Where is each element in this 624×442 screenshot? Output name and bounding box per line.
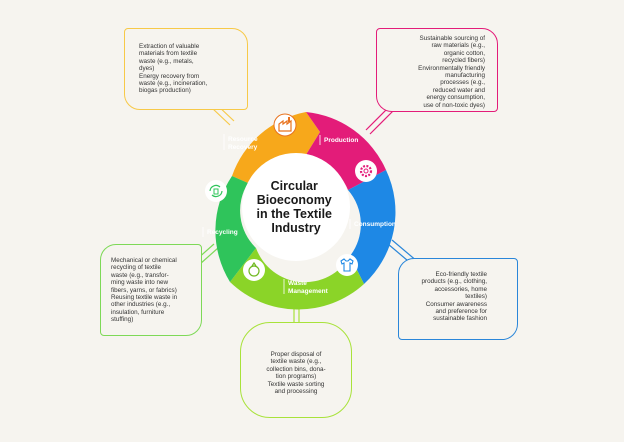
label-recycling: Recycling — [207, 229, 238, 236]
label-consumption: Consumption — [354, 221, 396, 228]
box-line: and preference for — [435, 308, 487, 316]
box-line: Reusing textile waste in — [111, 294, 178, 302]
box-line: Eco-friendly textile — [435, 271, 487, 278]
box-line: organic cotton, — [443, 49, 485, 57]
label-resource-recovery: Resource Recovery — [228, 136, 259, 151]
segment-resource-recovery — [232, 112, 320, 183]
waste-management-box: Proper disposal of textile waste (e.g., … — [240, 322, 352, 418]
resource-recovery-box: Extraction of valuable materials from te… — [124, 28, 248, 110]
box-line: products (e.g., clothing, — [421, 278, 487, 286]
connector-lines — [195, 103, 419, 324]
box-line: Consumer awareness — [425, 300, 487, 308]
segment-waste-management — [230, 248, 364, 310]
box-line: Mechanical or chemical — [111, 257, 177, 264]
wheel — [215, 112, 396, 310]
box-line: Extraction of valuable — [139, 43, 200, 50]
consumption-box: Eco-friendly textile products (e.g., clo… — [398, 258, 518, 340]
box-line: textiles) — [465, 293, 487, 301]
box-line: ming waste into new — [111, 279, 169, 287]
box-line: Textile waste sorting — [267, 380, 325, 388]
box-line: waste (e.g., transfor- — [111, 271, 169, 279]
box-line: recycled fibers) — [442, 57, 485, 65]
factory-icon — [273, 113, 297, 137]
box-line: processes (e.g., — [440, 79, 485, 87]
box-line: other industries (e.g., — [111, 301, 171, 309]
box-line: textile waste (e.g., — [270, 358, 322, 366]
box-line: manufacturing — [445, 72, 485, 80]
box-line: dyes) — [139, 65, 155, 73]
center-circle — [242, 153, 350, 261]
box-line: collection bins, dona- — [266, 365, 326, 373]
box-line: reduced water and — [432, 86, 485, 94]
box-line: Sustainable sourcing of — [419, 35, 485, 42]
box-line: and processing — [274, 388, 318, 396]
box-line: accessories, home — [434, 285, 488, 293]
label-production: Production — [324, 137, 358, 144]
label-waste-management: Waste Management — [288, 280, 329, 295]
box-line: Proper disposal of — [270, 351, 322, 358]
production-box: Sustainable sourcing of raw materials (e… — [376, 28, 498, 112]
box-line: waste (e.g., incineration, — [139, 80, 208, 88]
box-line: use of non-toxic dyes) — [423, 101, 485, 109]
box-line: recycling of textile — [111, 264, 162, 272]
box-line: energy consumption, — [426, 94, 485, 102]
box-line: insulation, furniture — [111, 308, 165, 316]
box-line: waste (e.g., metals, — [139, 57, 194, 65]
waste-bag-icon — [243, 259, 265, 281]
box-line: raw materials (e.g., — [431, 42, 485, 50]
center-title: Circular Bioeconomy in the Textile Indus… — [257, 179, 336, 235]
recycle-shirt-icon — [205, 180, 227, 202]
box-line: Environmentally friendly — [418, 64, 485, 72]
box-line: stuffing) — [111, 316, 134, 324]
box-line: materials from textile — [139, 50, 198, 58]
box-line: fibers, yarns, or fabrics) — [111, 286, 177, 294]
box-line: sustainable fashion — [433, 315, 487, 323]
tshirt-icon — [336, 254, 358, 276]
recycling-box: Mechanical or chemical recycling of text… — [100, 244, 202, 336]
segment-recycling — [215, 176, 256, 282]
gear-icon — [355, 160, 377, 182]
segment-consumption — [348, 170, 396, 284]
segment-labels: Resource Recovery Production Consumption… — [202, 134, 396, 295]
box-line: biogas production) — [139, 87, 191, 95]
box-line: Energy recovery from — [139, 72, 200, 80]
box-line: tion programs) — [275, 373, 317, 381]
